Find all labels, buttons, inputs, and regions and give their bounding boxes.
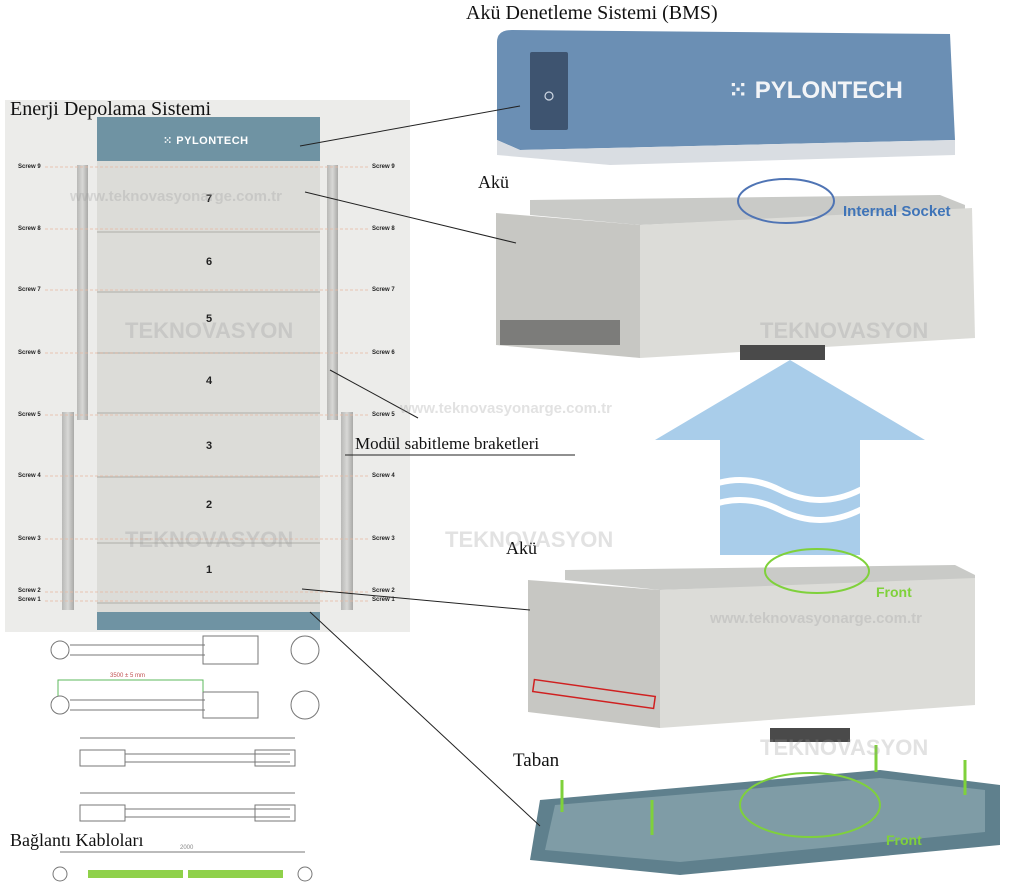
screw-label: Screw 2 — [18, 588, 41, 594]
screw-label: Screw 8 — [18, 226, 41, 232]
screw-label: Screw 5 — [18, 412, 41, 418]
module-number: 1 — [205, 564, 213, 576]
screw-label: Screw 6 — [372, 350, 395, 356]
label-cables: Bağlantı Kabloları — [10, 830, 144, 850]
screw-label: Screw 3 — [18, 536, 41, 542]
stack-base — [97, 612, 320, 630]
screw-label: Screw 3 — [372, 536, 395, 542]
screw-label: Screw 6 — [18, 350, 41, 356]
label-battery-top: Akü — [478, 172, 509, 192]
module-number: 6 — [205, 256, 213, 268]
screw-label: Screw 4 — [372, 473, 395, 479]
screw-label: Screw 9 — [372, 164, 395, 170]
stack-top-cover: ⁙ PYLONTECH — [97, 117, 320, 161]
brand-text: PYLONTECH — [754, 77, 903, 104]
logo-mark-icon: ⁙ — [728, 77, 755, 104]
screw-label: Screw 9 — [18, 164, 41, 170]
label-bms: Akü Denetleme Sistemi (BMS) — [466, 2, 718, 24]
label-ess: Enerji Depolama Sistemi — [10, 98, 212, 120]
label-battery-bottom: Akü — [506, 538, 537, 558]
label-internal-socket: Internal Socket — [843, 203, 951, 220]
screw-label: Screw 4 — [18, 473, 41, 479]
bracket-lower-right — [341, 412, 353, 610]
logo-mark-icon: ⁙ — [163, 135, 177, 147]
module-number: 7 — [205, 193, 213, 205]
brand-text: PYLONTECH — [176, 135, 249, 147]
screw-label: Screw 8 — [372, 226, 395, 232]
module-number: 4 — [205, 375, 213, 387]
bracket-upper-left — [77, 165, 88, 420]
bracket-lower-left — [62, 412, 74, 610]
bracket-upper-right — [327, 165, 338, 420]
label-front-battery: Front — [876, 584, 912, 600]
bms-brand-logo: ⁙ PYLONTECH — [728, 76, 903, 105]
module-number: 2 — [205, 499, 213, 511]
stack-modules — [97, 161, 320, 612]
label-brackets: Modül sabitleme braketleri — [355, 434, 540, 453]
pylontech-logo: ⁙ PYLONTECH — [163, 134, 249, 147]
label-base: Taban — [513, 750, 560, 771]
module-number: 3 — [205, 440, 213, 452]
ground-cable-dim: 2000 — [180, 845, 194, 851]
cable-length-dim: 3500 ± 5 mm — [110, 673, 145, 679]
screw-label: Screw 7 — [372, 287, 395, 293]
module-number: 5 — [205, 313, 213, 325]
screw-label: Screw 1 — [18, 597, 41, 603]
screw-label: Screw 1 — [372, 597, 395, 603]
label-front-base: Front — [886, 832, 922, 848]
screw-label: Screw 7 — [18, 287, 41, 293]
screw-label: Screw 2 — [372, 588, 395, 594]
screw-label: Screw 5 — [372, 412, 395, 418]
